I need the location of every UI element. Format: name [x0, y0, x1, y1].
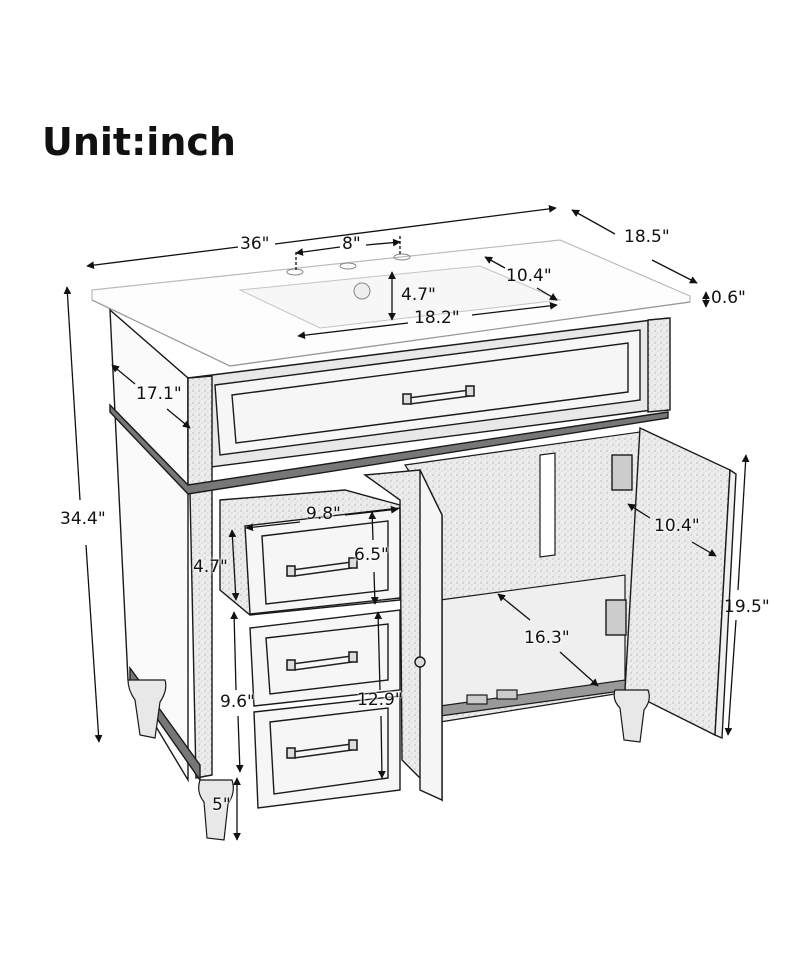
dim-basin-height: 4.7" — [401, 285, 436, 305]
left-door — [363, 469, 443, 802]
dim-drawer-box-height: 4.7" — [193, 557, 228, 577]
unit-title: Unit:inch — [42, 120, 236, 164]
dim-door-height: 19.5" — [724, 597, 770, 617]
dim-faucet-spread: 8" — [342, 234, 361, 254]
right-door — [605, 426, 737, 740]
dimension-lines — [63, 205, 750, 841]
dim-drawer-stack-height: 12.9" — [357, 690, 403, 710]
dim-drawer-inner-depth: 9.6" — [220, 692, 255, 712]
dim-door-panel-depth: 10.4" — [654, 516, 700, 536]
dim-overall-width: 36" — [240, 234, 270, 254]
dim-basin-depth: 10.4" — [506, 266, 552, 286]
legs — [127, 679, 650, 841]
dim-top-thickness: 0.6" — [711, 288, 746, 308]
cabinet-interior — [403, 431, 641, 723]
drawer-stack — [219, 489, 401, 809]
top-drawer-handle — [402, 385, 475, 405]
dim-leg-height: 5" — [212, 795, 231, 815]
dim-drawer-front-height: 6.5" — [354, 545, 389, 565]
dim-basin-width: 18.2" — [414, 308, 460, 328]
dim-overall-depth: 18.5" — [624, 227, 670, 247]
dim-drawer-width: 9.8" — [306, 504, 341, 524]
cabinet-body — [109, 308, 671, 783]
dim-cabinet-interior-depth: 16.3" — [524, 628, 570, 648]
sink-basin — [238, 253, 562, 329]
dim-cabinet-depth: 17.1" — [136, 384, 182, 404]
drawer-handles — [286, 557, 358, 759]
dim-overall-height: 34.4" — [60, 509, 106, 529]
